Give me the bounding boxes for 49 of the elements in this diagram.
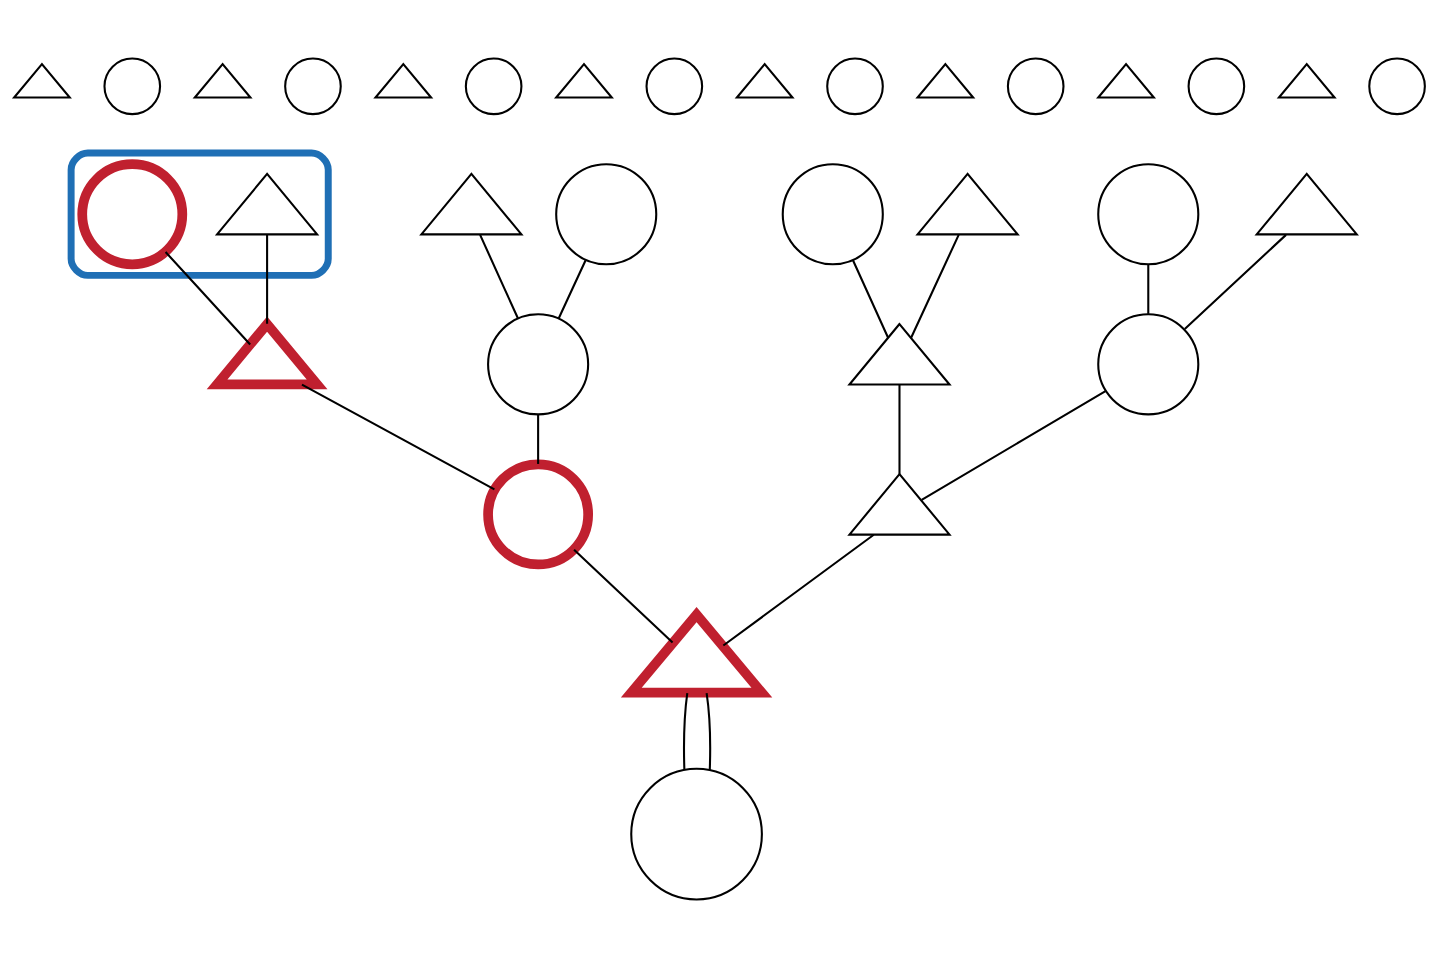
connector — [1184, 234, 1287, 330]
node-circle — [1368, 57, 1426, 116]
connector — [722, 533, 875, 647]
cluster — [67, 149, 332, 279]
connector — [921, 390, 1107, 501]
connector — [573, 548, 674, 644]
connector — [266, 234, 269, 324]
node-triangle — [620, 606, 773, 698]
node-triangle — [1096, 62, 1157, 99]
node-circle — [284, 57, 342, 116]
node-triangle — [11, 62, 72, 99]
connector — [852, 259, 890, 339]
node-circle — [1097, 313, 1200, 416]
node-circle — [1006, 57, 1065, 116]
node-triangle — [373, 62, 434, 99]
connector — [164, 251, 251, 346]
node-circle — [555, 163, 658, 266]
node-triangle — [915, 62, 976, 99]
node-circle — [826, 57, 884, 116]
node-circle — [781, 163, 884, 266]
connector — [537, 414, 540, 464]
node-triangle — [847, 472, 952, 536]
connector — [479, 234, 519, 319]
node-triangle — [206, 316, 328, 390]
node-circle — [103, 57, 162, 116]
node-circle — [630, 767, 763, 901]
node-triangle — [192, 62, 253, 99]
connector — [301, 383, 495, 491]
node-circle — [1187, 57, 1246, 116]
node-triangle — [1254, 172, 1359, 236]
connector — [1147, 264, 1150, 314]
connector — [898, 385, 901, 474]
node-triangle — [847, 322, 952, 386]
node-triangle — [419, 172, 524, 236]
node-triangle — [214, 172, 320, 236]
connector — [705, 692, 712, 771]
node-circle — [483, 459, 594, 570]
connector — [557, 259, 587, 319]
node-circle — [77, 159, 188, 270]
node-circle — [1097, 163, 1200, 266]
node-triangle — [1276, 62, 1337, 99]
node-triangle — [734, 62, 795, 99]
connector — [910, 234, 960, 339]
node-circle — [487, 313, 590, 416]
node-triangle — [553, 62, 614, 99]
node-circle — [464, 57, 523, 116]
node-triangle — [915, 172, 1020, 236]
connector — [683, 692, 689, 770]
node-circle — [645, 57, 704, 116]
